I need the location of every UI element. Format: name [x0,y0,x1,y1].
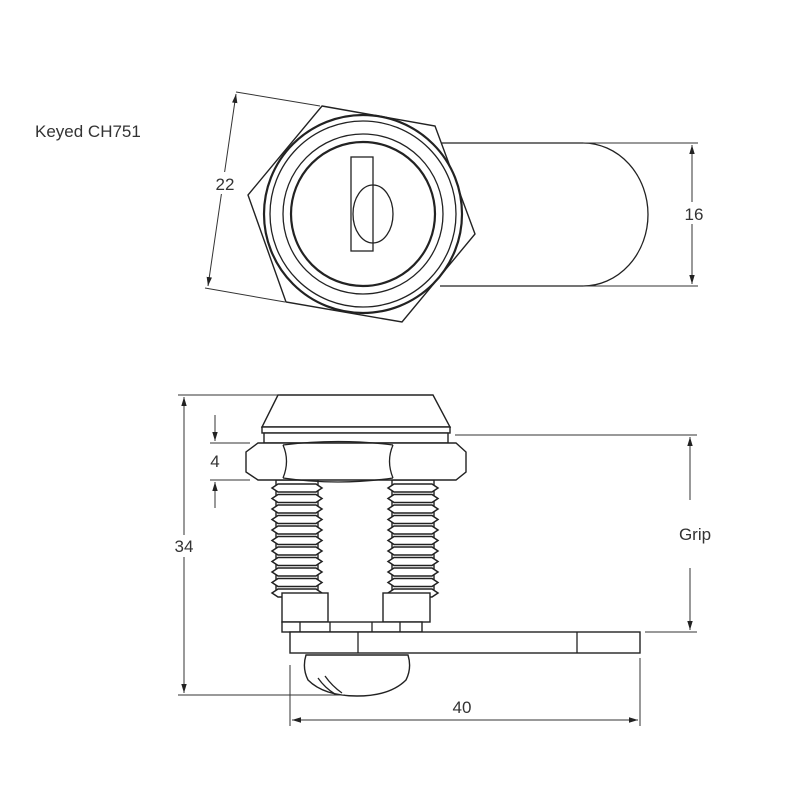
thread-ridge [270,504,324,514]
threaded-body [270,479,440,598]
bezel-cap [260,394,452,428]
dimension-22: 22 [204,91,321,303]
bezel-rim [261,426,451,434]
nut-face-mid [282,440,394,483]
thread-ridge [270,525,324,535]
nut-face-right [388,444,394,479]
thread-ridge [270,483,324,493]
keyway-slot [350,156,374,252]
screw-slot [317,675,343,695]
thread-ridge [270,535,324,546]
thread-ridge [270,577,324,588]
dimension-40: 40 [289,658,641,726]
dimension-16: 16 [583,142,708,287]
collar-right [382,592,431,623]
thread-ridge [386,556,440,567]
thread-ridge [386,567,440,577]
thread-ridge [386,504,440,514]
thread-ridge [386,577,440,588]
thread-ridge [386,546,440,556]
face-ring [282,133,444,295]
keyway-lens [352,184,394,244]
thread-ridge [386,483,440,493]
dim-grip-label: Grip [679,525,711,544]
thread-ridge [270,546,324,556]
thread-ridge [270,567,324,577]
thread-ridge [270,514,324,525]
side-view: 34 4 Grip 40 [168,394,711,726]
thread-ridge [386,525,440,535]
thread-ridge [386,514,440,525]
dim-34-label: 34 [175,537,194,556]
thread-ridge [386,493,440,504]
dim-4-label: 4 [210,452,219,471]
dimension-4: 4 [210,415,250,508]
outer-ring-inner [269,120,457,308]
cam-plate [289,631,641,654]
cam-top-view [440,142,649,287]
nut-face-left [282,444,288,479]
dimension-34: 34 [168,394,345,696]
thread-ridge [270,493,324,504]
dim-40-label: 40 [453,698,472,717]
thread-ridge [386,535,440,546]
cam-screw-head [303,654,411,697]
dimension-grip: Grip [455,434,711,633]
dim-16-label: 16 [685,205,704,224]
dim-22-label: 22 [216,175,235,194]
thread-ridge [270,556,324,567]
hex-nut-side [245,442,467,481]
collar-left [281,592,329,623]
washer [281,621,423,633]
top-view: 22 16 [204,91,708,323]
product-title: Keyed CH751 [35,122,141,141]
key-plug [289,140,437,288]
